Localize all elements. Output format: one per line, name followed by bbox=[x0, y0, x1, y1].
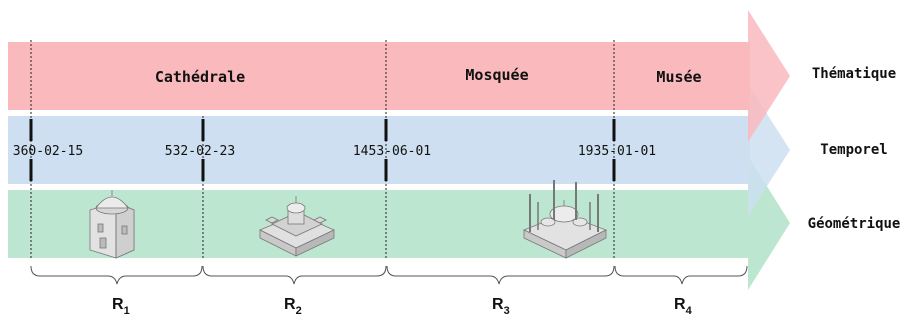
region-braces bbox=[30, 265, 748, 285]
region-label-3: R3 bbox=[492, 296, 510, 317]
brace-3 bbox=[386, 265, 615, 285]
cross-plan-building-icon bbox=[259, 196, 335, 257]
thematic-segment-mosquee: Mosquée bbox=[465, 66, 528, 84]
region-label-4: R4 bbox=[674, 296, 693, 317]
region-label-2: R2 bbox=[284, 296, 302, 317]
time-ticks bbox=[29, 119, 616, 181]
temporal-band-label: Temporel bbox=[820, 142, 887, 158]
thematic-segment-cathedrale: Cathédrale bbox=[155, 68, 245, 86]
domed-church-icon bbox=[89, 190, 135, 259]
thematic-band-label: Thématique bbox=[812, 66, 896, 82]
thematic-band bbox=[8, 10, 790, 142]
thematic-segment-musee: Musée bbox=[656, 68, 701, 86]
divider-lines bbox=[30, 40, 615, 258]
geometric-band-label: Géométrique bbox=[808, 216, 901, 232]
brace-4 bbox=[614, 265, 748, 285]
date-label-2: 532-02-23 bbox=[165, 144, 235, 159]
date-label-1: 360-02-15 bbox=[13, 144, 83, 159]
date-label-3: 1453-06-01 bbox=[353, 144, 431, 159]
temporal-band bbox=[8, 84, 790, 216]
mosque-with-minarets-icon bbox=[523, 180, 607, 259]
brace-2 bbox=[202, 265, 387, 285]
brace-1 bbox=[30, 265, 203, 285]
region-label-1: R1 bbox=[112, 296, 130, 317]
date-label-4: 1935-01-01 bbox=[578, 144, 656, 159]
